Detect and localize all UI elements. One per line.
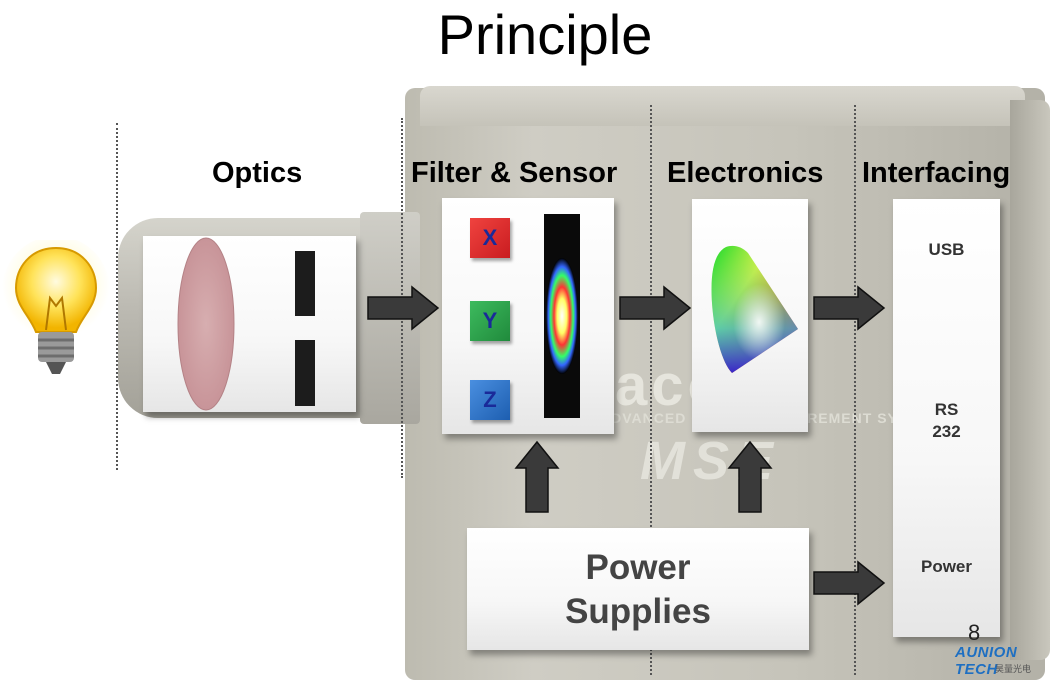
page-number: 8: [968, 620, 981, 645]
filter-y: Y: [470, 301, 510, 341]
lens-icon: [177, 237, 235, 411]
heading-interfacing: Interfacing: [862, 157, 1011, 189]
aperture-slit-bottom: [295, 340, 315, 406]
separator-line: [854, 105, 856, 675]
logo-name: AUNION TECH: [955, 644, 1018, 678]
logo-subtitle: 昊量光电: [995, 664, 1032, 674]
filter-z: Z: [470, 380, 510, 420]
arrow-right-icon: [367, 285, 440, 331]
power-label-line2: Supplies: [565, 592, 711, 631]
page-title: Principle: [437, 3, 653, 66]
power-label-line1: Power: [585, 548, 691, 587]
optics-box: [143, 236, 356, 412]
camera-top-edge: [420, 86, 1025, 126]
camera-side: [1010, 100, 1050, 660]
separator-line: [650, 105, 652, 675]
aperture-slit-top: [295, 251, 315, 316]
interfacing-box: [893, 199, 1000, 637]
heading-electronics: Electronics: [667, 157, 824, 189]
heading-filter-sensor: Filter & Sensor: [411, 157, 618, 189]
sensor-icon: [544, 214, 580, 418]
arrow-right-icon: [813, 285, 886, 331]
interface-power: Power: [920, 557, 973, 576]
filter-sensor-box: X Y Z: [442, 198, 614, 434]
electronics-box: [692, 199, 808, 432]
filter-x: X: [470, 218, 510, 258]
arrow-up-icon: [514, 440, 560, 513]
power-supplies-box: Power Supplies: [467, 528, 809, 650]
light-bulb-icon: [2, 240, 110, 374]
arrow-right-icon: [813, 560, 886, 606]
separator-line: [116, 123, 118, 470]
heading-optics: Optics: [212, 157, 303, 189]
arrow-up-icon: [727, 440, 773, 513]
interface-rs-line2: 232: [932, 422, 961, 441]
interface-usb: USB: [928, 240, 965, 259]
arrow-right-icon: [619, 285, 692, 331]
interface-rs-line1: RS: [934, 400, 959, 419]
cie-chromaticity-icon: [711, 245, 798, 373]
